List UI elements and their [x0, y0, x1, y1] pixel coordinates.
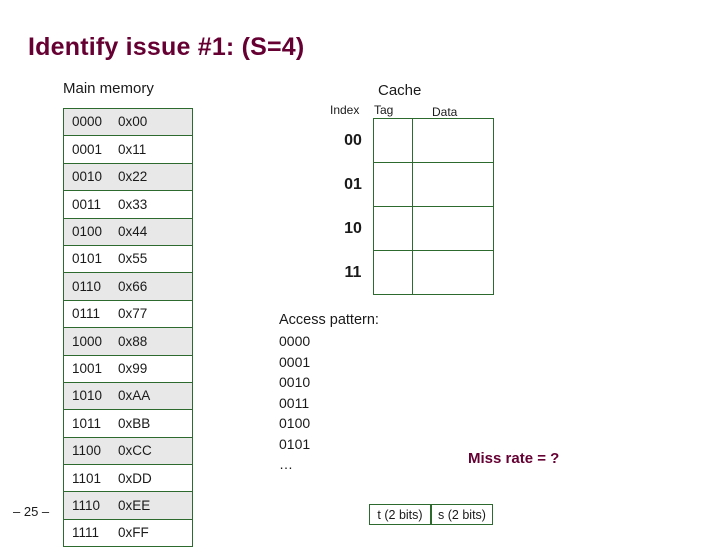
memory-address: 1000	[72, 333, 103, 349]
memory-data: 0xEE	[118, 497, 151, 513]
memory-data: 0x99	[118, 360, 148, 376]
cache-data-cell	[412, 118, 494, 163]
cache-index: 10	[333, 206, 374, 251]
table-row: 0101 0x55	[63, 244, 193, 274]
memory-address: 0111	[72, 306, 101, 322]
table-row: 1010 0xAA	[63, 381, 193, 411]
main-memory-label: Main memory	[63, 80, 154, 97]
list-item: 0010	[279, 374, 311, 390]
memory-data: 0xDD	[118, 470, 152, 486]
table-row: 0100 0x44	[63, 217, 193, 246]
table-row: 00	[333, 118, 494, 163]
memory-data: 0x44	[118, 224, 148, 239]
page-title: Identify issue #1: (S=4)	[28, 33, 305, 61]
table-row: 1000 0x88	[63, 327, 193, 356]
memory-data: 0xAA	[118, 388, 151, 404]
table-row: 01	[333, 162, 494, 207]
cache-data-cell	[412, 162, 494, 207]
memory-address: 0000	[72, 114, 103, 130]
cache-table: 00 01 10 11	[333, 118, 494, 295]
memory-data: 0x11	[118, 141, 147, 157]
memory-data: 0x22	[118, 169, 148, 185]
table-row: 1101 0xDD	[63, 464, 193, 493]
table-row: 1100 0xCC	[63, 436, 193, 466]
page-number: – 25 –	[13, 504, 50, 519]
memory-data: 0x66	[118, 278, 148, 294]
cache-data-cell	[412, 206, 494, 251]
list-item: 0001	[279, 353, 311, 370]
list-item: 0011	[279, 394, 310, 411]
memory-address: 1101	[72, 470, 102, 486]
table-row: 1110 0xEE	[63, 491, 193, 520]
memory-address: 0001	[72, 141, 103, 157]
memory-data: 0x88	[118, 333, 148, 349]
memory-address: 1010	[72, 388, 103, 404]
cache-tag-cell	[373, 118, 413, 163]
table-row: 0110 0x66	[63, 272, 193, 301]
memory-address: 1110	[72, 497, 101, 513]
memory-data: 0x77	[118, 306, 148, 322]
table-row: 10	[333, 206, 494, 251]
memory-address: 1100	[72, 443, 102, 459]
cache-header-tag: Tag	[374, 103, 394, 117]
cache-tag-cell	[373, 206, 413, 251]
cache-header-index: Index	[330, 103, 360, 117]
list-item: 0000	[279, 333, 311, 349]
main-memory-table: 0000 0x00 0001 0x11 0010 0x22 0011 0x33 0100…	[63, 107, 193, 547]
memory-data: 0x00	[118, 114, 148, 130]
memory-data: 0xBB	[118, 415, 151, 431]
table-row: 0011 0x33	[63, 190, 193, 219]
table-row: 0111 0x77	[63, 299, 193, 329]
memory-address: 1011	[72, 415, 102, 431]
memory-data: 0xFF	[118, 525, 149, 541]
list-item: …	[279, 456, 293, 472]
memory-data: 0x33	[118, 196, 148, 212]
memory-address: 0101	[72, 251, 103, 267]
tag-bits-box: t (2 bits)	[369, 504, 431, 525]
memory-address: 0100	[72, 224, 103, 239]
memory-address: 0011	[72, 196, 102, 212]
table-row: 11	[333, 250, 494, 295]
cache-tag-cell	[373, 250, 413, 295]
access-pattern-title: Access pattern:	[279, 312, 379, 328]
cache-tag-cell	[373, 162, 413, 207]
table-row: 0010 0x22	[63, 162, 193, 192]
cache-label: Cache	[378, 82, 422, 99]
list-item: 0100	[279, 415, 311, 431]
cache-index: 01	[333, 162, 374, 207]
access-pattern-list: 0000 0001 0010 0011 0100 0101 …	[279, 331, 310, 475]
cache-index: 00	[333, 118, 374, 163]
cache-header-data: Data	[432, 105, 458, 119]
memory-address: 0110	[72, 278, 102, 294]
memory-data: 0x55	[118, 251, 148, 267]
memory-address: 1111	[72, 525, 100, 541]
memory-address: 1001	[72, 360, 103, 376]
set-bits-box: s (2 bits)	[431, 504, 493, 525]
cache-index: 11	[333, 250, 374, 295]
list-item: 0101	[279, 435, 311, 452]
table-row: 1111 0xFF	[63, 518, 193, 547]
memory-address: 0010	[72, 169, 103, 185]
miss-rate-text: Miss rate = ?	[468, 450, 560, 467]
table-row: 0001 0x11	[63, 135, 193, 164]
cache-data-cell	[412, 250, 494, 295]
table-row: 0000 0x00	[63, 107, 193, 137]
table-row: 1011 0xBB	[63, 409, 193, 438]
table-row: 1001 0x99	[63, 354, 193, 383]
memory-data: 0xCC	[118, 443, 152, 459]
